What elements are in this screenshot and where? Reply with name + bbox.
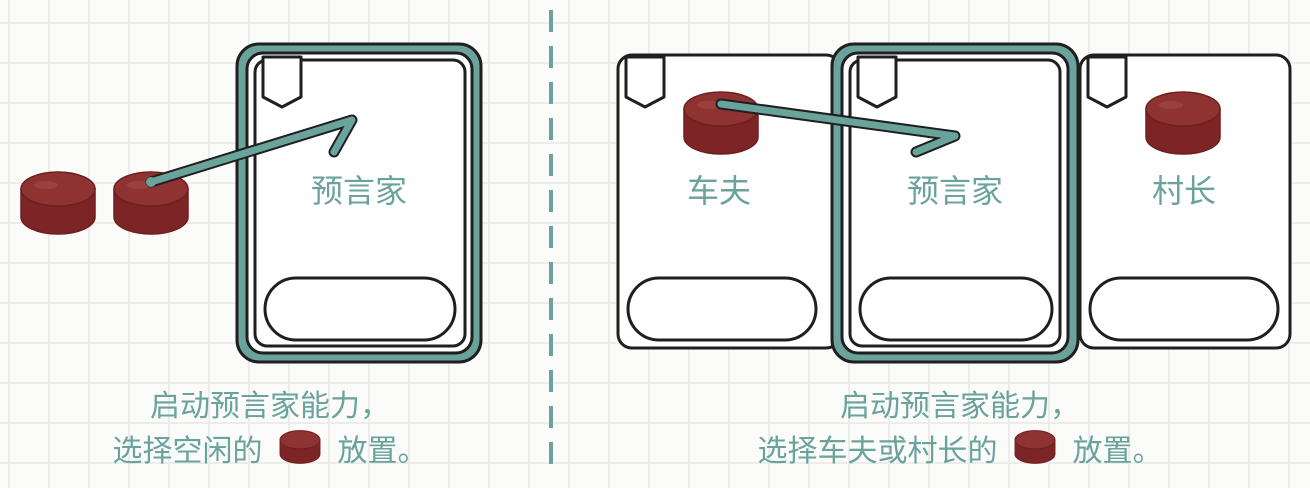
- caption-text: 放置。: [337, 434, 428, 469]
- card-name: 预言家: [907, 172, 1003, 210]
- caption-line-2: 选择空闲的 放置。: [40, 427, 500, 472]
- caption-text: 选择车夫或村长的: [757, 434, 998, 469]
- right-coachman-card[interactable]: 车夫: [616, 53, 842, 350]
- caption-text: 放置。: [1072, 434, 1163, 469]
- card-banner-icon: [624, 55, 666, 109]
- caption-text: 选择空闲的: [112, 434, 263, 469]
- card-banner-icon: [856, 55, 898, 109]
- card-action-slot[interactable]: [858, 276, 1054, 342]
- card-action-slot[interactable]: [626, 276, 818, 342]
- caption-line-2: 选择车夫或村长的 放置。: [700, 427, 1220, 472]
- placement-arrow-icon: [145, 114, 358, 188]
- left-prophet-card[interactable]: 预言家: [235, 42, 483, 364]
- worker-token-icon: [1014, 430, 1056, 464]
- worker-token-icon: [279, 430, 321, 464]
- card-action-slot[interactable]: [263, 276, 457, 342]
- right-prophet-card[interactable]: 预言家: [830, 42, 1080, 364]
- placement-arrow-icon: [715, 98, 961, 158]
- caption-line-1: 启动预言家能力，: [150, 389, 390, 424]
- card-name: 车夫: [687, 172, 751, 210]
- worker-token-icon[interactable]: [20, 171, 96, 235]
- left-caption: 启动预言家能力， 选择空闲的 放置。: [40, 387, 500, 472]
- card-name: 预言家: [311, 172, 407, 210]
- right-caption: 启动预言家能力， 选择车夫或村长的 放置。: [700, 387, 1220, 472]
- card-name: 村长: [1152, 172, 1216, 210]
- worker-token-icon[interactable]: [1145, 91, 1221, 155]
- card-banner-icon: [261, 55, 303, 109]
- right-mayor-card[interactable]: 村长: [1078, 53, 1292, 350]
- caption-line-1: 启动预言家能力，: [840, 389, 1080, 424]
- card-banner-icon: [1086, 55, 1128, 109]
- card-action-slot[interactable]: [1088, 276, 1280, 342]
